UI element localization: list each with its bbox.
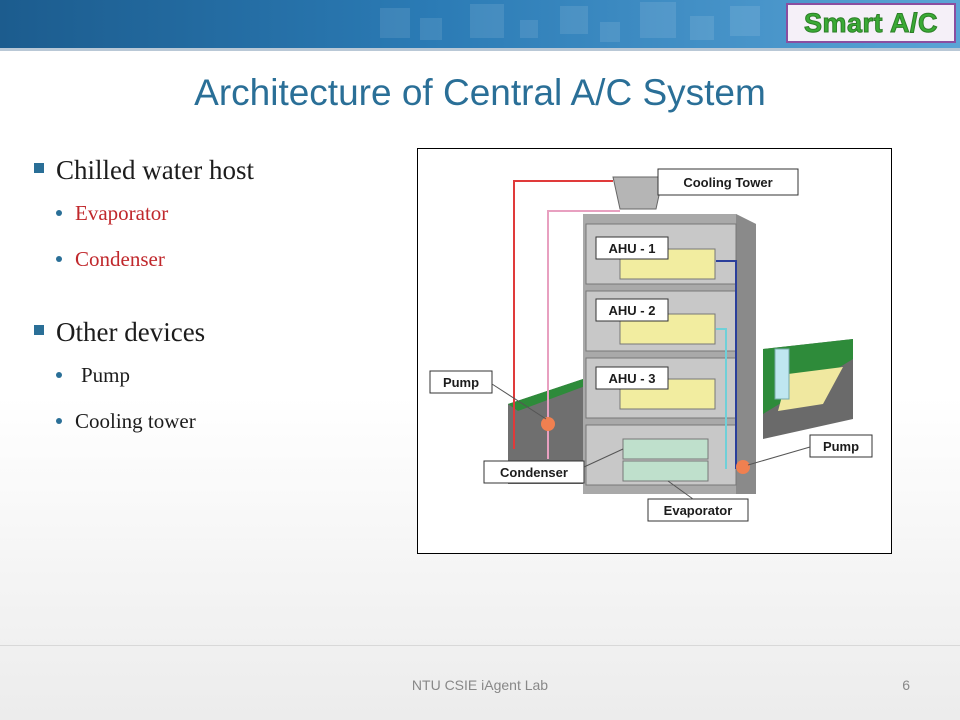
bullet-list: Chilled water host Evaporator Condenser … (34, 150, 394, 444)
dot-bullet-icon (56, 210, 62, 216)
ahu1-label: AHU - 1 (609, 241, 656, 256)
cooling-tower-shape (612, 176, 664, 210)
dot-bullet-icon (56, 418, 62, 424)
pump-left-leader (491, 383, 547, 420)
condenser-supply-pipe (513, 180, 613, 449)
sub-bullet-pump: Pump (34, 352, 394, 398)
condenser-label: Condenser (500, 465, 568, 480)
ahu1-label-box (595, 236, 669, 260)
ahu2-label-box (595, 298, 669, 322)
square-bullet-icon (34, 325, 44, 335)
bullet-other-devices: Other devices (34, 312, 394, 352)
condenser-vessel (622, 438, 709, 460)
right-yellow-area (778, 367, 843, 411)
pump-right-label: Pump (823, 439, 859, 454)
footer-text: NTU CSIE iAgent Lab (411, 677, 549, 693)
ahu3-label: AHU - 3 (609, 371, 656, 386)
chilled-return-pipe (716, 328, 727, 469)
condenser-label-box (483, 460, 585, 484)
building-side (736, 214, 756, 494)
ahu2-label: AHU - 2 (609, 303, 656, 318)
pump-left-label: Pump (443, 375, 479, 390)
evaporator-leader (667, 480, 694, 500)
evaporator-vessel (622, 460, 709, 482)
sub-bullet-cooling-tower: Cooling tower (34, 398, 394, 444)
ac-architecture-diagram: Cooling Tower AHU - 1 AHU - 2 AHU - 3 (417, 148, 892, 554)
left-pump-icon (541, 417, 555, 431)
evaporator-label-box (647, 498, 749, 522)
page-number: 6 (902, 677, 910, 693)
bullet-chilled-water-host: Chilled water host (34, 150, 394, 190)
header-divider (0, 48, 960, 51)
brand-label: Smart A/C (803, 7, 939, 38)
cooling-tower-label: Cooling Tower (683, 175, 772, 190)
evaporator-label: Evaporator (664, 503, 733, 518)
sub-bullet-evaporator: Evaporator (34, 190, 394, 236)
right-window (774, 348, 790, 400)
sub-bullet-condenser: Condenser (34, 236, 394, 282)
diagram-svg: Cooling Tower AHU - 1 AHU - 2 AHU - 3 (429, 168, 873, 522)
dot-bullet-icon (56, 372, 62, 378)
pump-left-label-box (429, 370, 493, 394)
brand-logo: Smart A/C (786, 3, 956, 43)
pump-right-label-box (809, 434, 873, 458)
condenser-leader (583, 448, 624, 468)
slide-title: Architecture of Central A/C System (194, 72, 766, 113)
dot-bullet-icon (56, 256, 62, 262)
cooling-tower-label-box (657, 168, 799, 196)
pump-right-leader (747, 446, 811, 466)
right-pump-icon (736, 460, 750, 474)
footer-divider (0, 645, 960, 646)
chilled-supply-pipe (716, 260, 737, 469)
square-bullet-icon (34, 163, 44, 173)
ahu3-label-box (595, 366, 669, 390)
condenser-return-pipe (547, 210, 620, 459)
